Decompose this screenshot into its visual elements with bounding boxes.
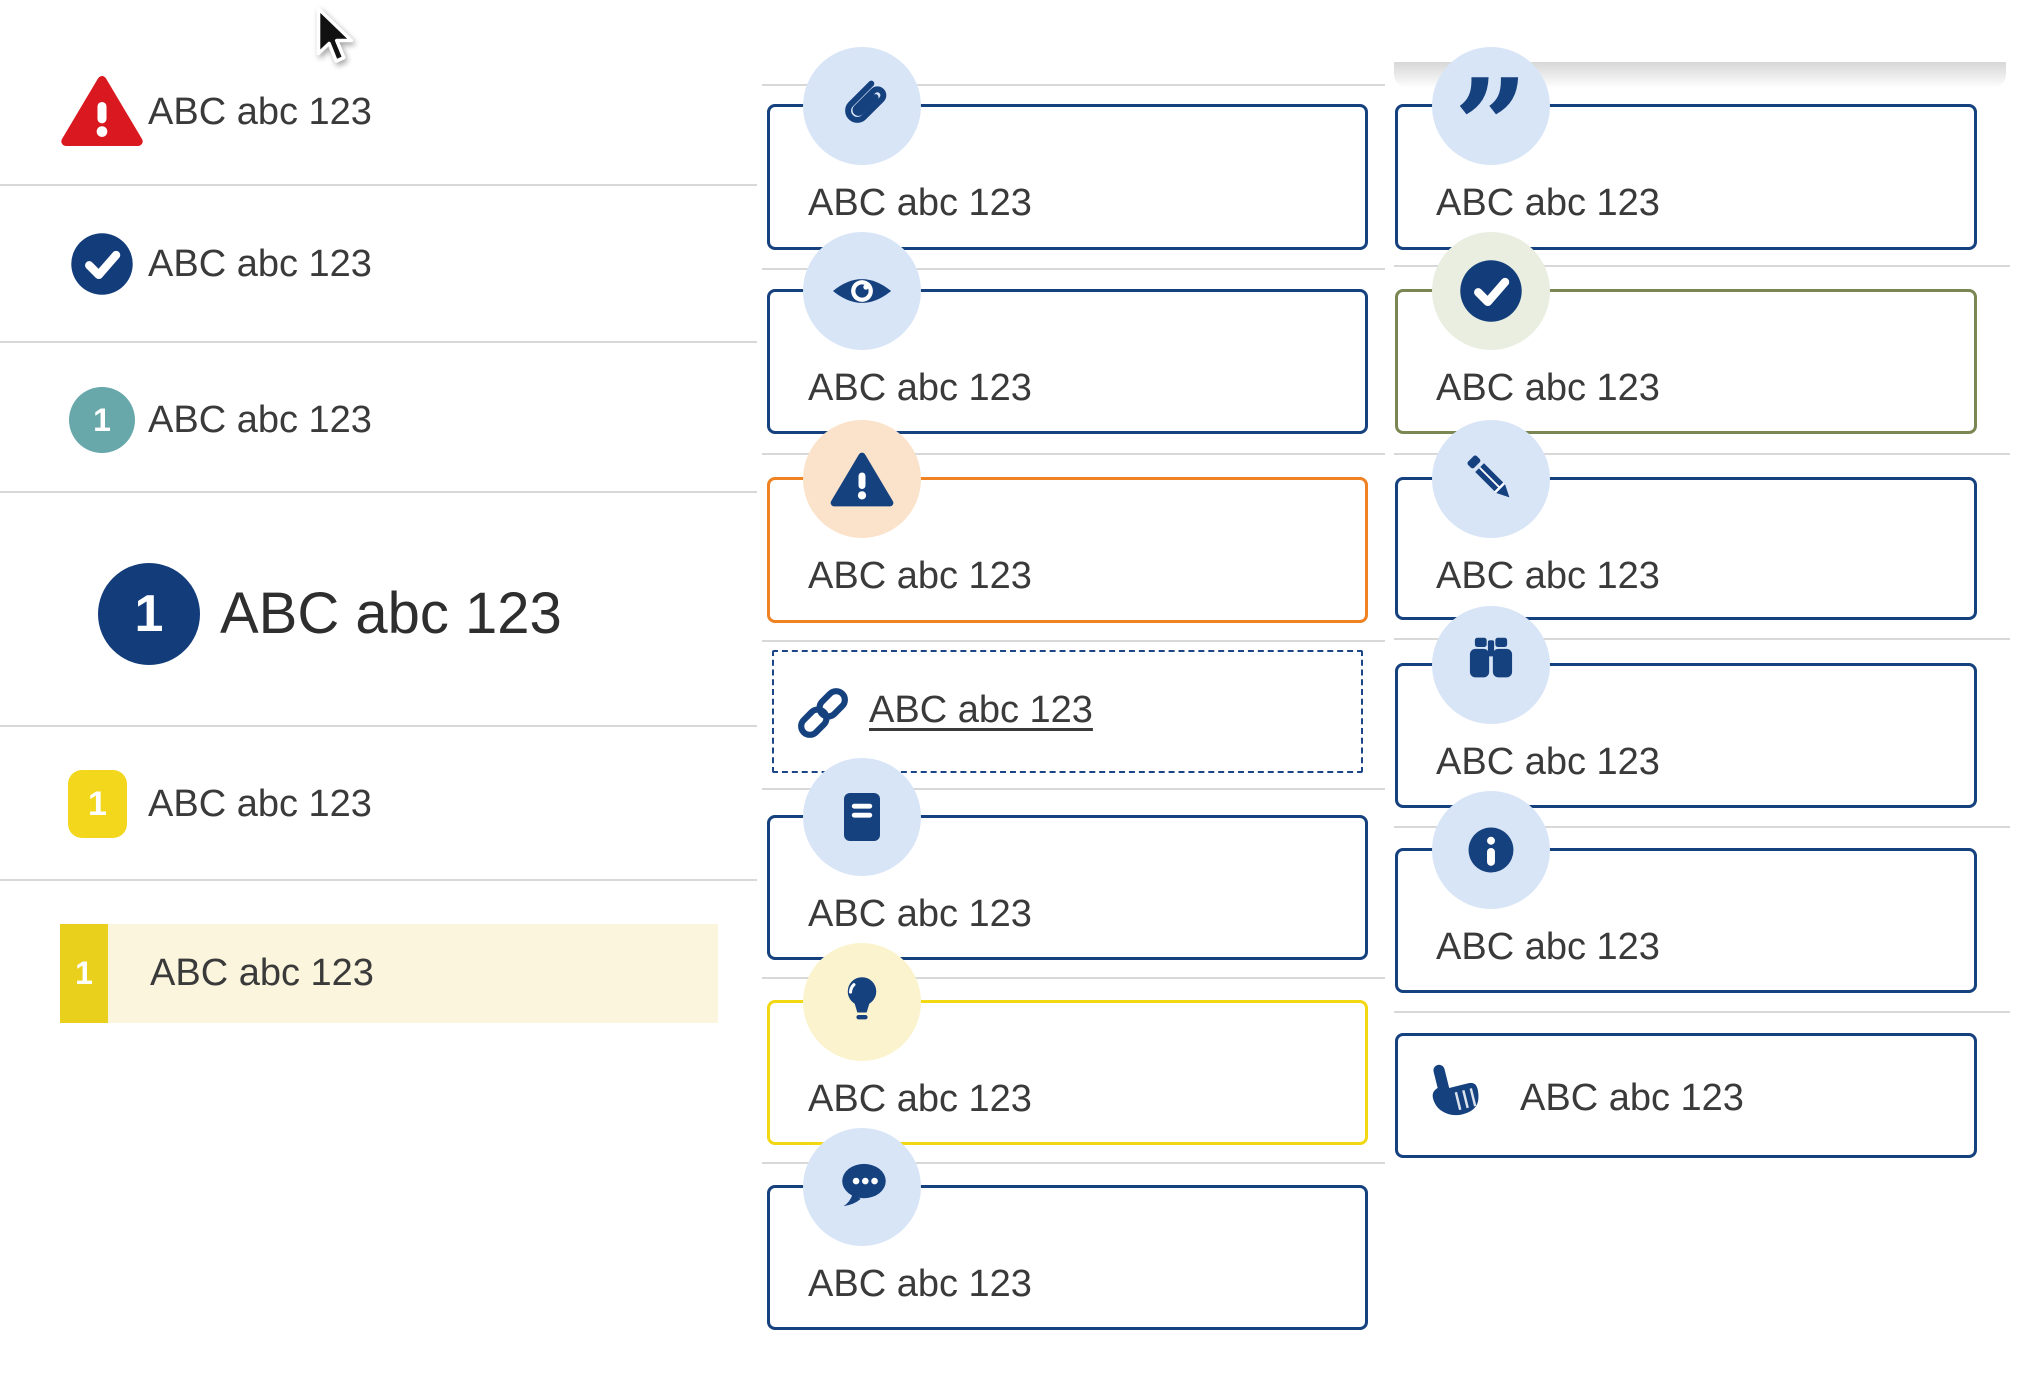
divider bbox=[1394, 453, 2010, 455]
list-item-alert[interactable]: ABC abc 123 bbox=[0, 0, 757, 184]
link-icon bbox=[792, 680, 854, 746]
card-label: ABC abc 123 bbox=[1436, 741, 1660, 783]
card-link-label[interactable]: ABC abc 123 bbox=[869, 689, 1093, 731]
callout-card-warning[interactable]: ABC abc 123 bbox=[767, 477, 1368, 623]
chat-icon bbox=[803, 1128, 921, 1246]
callout-card-action[interactable]: ABC abc 123 bbox=[1395, 1033, 1977, 1158]
number-badge-circle: 1 bbox=[69, 387, 135, 453]
card-label: ABC abc 123 bbox=[1436, 182, 1660, 224]
card-label: ABC abc 123 bbox=[808, 555, 1032, 597]
divider bbox=[762, 1162, 1385, 1164]
divider bbox=[762, 640, 1385, 642]
card-label: ABC abc 123 bbox=[808, 182, 1032, 224]
book-icon bbox=[803, 758, 921, 876]
info-icon bbox=[1432, 791, 1550, 909]
divider bbox=[1394, 826, 2010, 828]
highlight-background bbox=[108, 924, 718, 1023]
divider bbox=[762, 84, 1385, 86]
number-badge-square: 1 bbox=[60, 924, 108, 1023]
list-item-step-large[interactable]: 1 ABC abc 123 bbox=[0, 493, 757, 725]
card-label: ABC abc 123 bbox=[1520, 1077, 1744, 1119]
callout-card-attachment[interactable]: ABC abc 123 bbox=[767, 104, 1368, 250]
list-item-label: ABC abc 123 bbox=[148, 783, 372, 825]
divider bbox=[0, 184, 757, 186]
check-circle-icon bbox=[70, 232, 134, 296]
divider bbox=[0, 341, 757, 343]
divider bbox=[762, 453, 1385, 455]
card-label: ABC abc 123 bbox=[808, 1263, 1032, 1305]
list-item-label: ABC abc 123 bbox=[150, 952, 374, 994]
list-item-label: ABC abc 123 bbox=[148, 243, 372, 285]
alert-triangle-icon bbox=[803, 420, 921, 538]
svg-text:”: ” bbox=[1454, 50, 1529, 203]
list-item-check[interactable]: ABC abc 123 bbox=[0, 186, 757, 341]
card-label: ABC abc 123 bbox=[1436, 367, 1660, 409]
check-circle-icon bbox=[1432, 232, 1550, 350]
eye-icon bbox=[803, 232, 921, 350]
divider bbox=[762, 977, 1385, 979]
number-badge-circle-large: 1 bbox=[98, 563, 200, 665]
pencil-icon bbox=[1432, 420, 1550, 538]
divider bbox=[0, 491, 757, 493]
callout-card-link[interactable]: ABC abc 123 bbox=[772, 650, 1363, 773]
card-label: ABC abc 123 bbox=[1436, 926, 1660, 968]
list-item-label: ABC abc 123 bbox=[148, 91, 372, 133]
mouse-cursor-icon bbox=[315, 6, 355, 68]
list-item-yellow-highlighted[interactable]: 1 ABC abc 123 bbox=[0, 881, 757, 1031]
paperclip-icon bbox=[803, 47, 921, 165]
divider bbox=[1394, 1011, 2010, 1013]
card-label: ABC abc 123 bbox=[808, 367, 1032, 409]
hand-point-icon bbox=[1421, 1060, 1491, 1130]
number-badge-square: 1 bbox=[68, 770, 127, 838]
list-item-label: ABC abc 123 bbox=[148, 399, 372, 441]
quote-icon: ” bbox=[1432, 47, 1550, 203]
list-item-step[interactable]: 1 ABC abc 123 bbox=[0, 343, 757, 491]
divider bbox=[762, 268, 1385, 270]
divider bbox=[1394, 638, 2010, 640]
card-label: ABC abc 123 bbox=[1436, 555, 1660, 597]
list-item-yellow[interactable]: 1 ABC abc 123 bbox=[0, 727, 757, 879]
alert-triangle-icon bbox=[60, 74, 144, 148]
card-label: ABC abc 123 bbox=[808, 1078, 1032, 1120]
lightbulb-icon bbox=[803, 943, 921, 1061]
card-label: ABC abc 123 bbox=[808, 893, 1032, 935]
binoculars-icon bbox=[1432, 606, 1550, 724]
divider bbox=[1394, 265, 2010, 267]
divider bbox=[762, 788, 1385, 790]
divider bbox=[0, 879, 757, 881]
list-item-label: ABC abc 123 bbox=[220, 581, 562, 646]
callout-card-chat[interactable]: ABC abc 123 bbox=[767, 1185, 1368, 1330]
divider bbox=[0, 725, 757, 727]
